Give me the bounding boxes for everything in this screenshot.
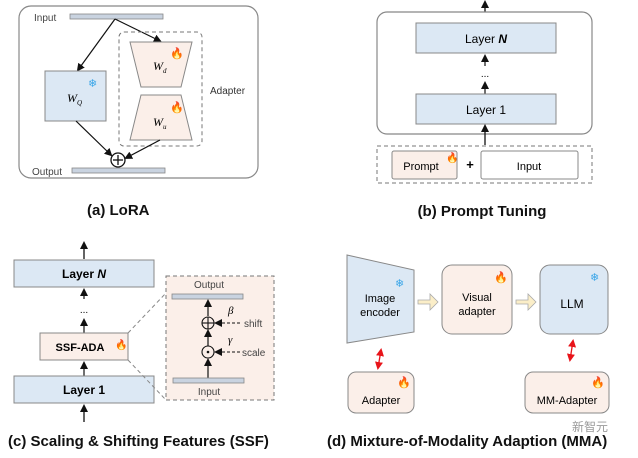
visual-adapter-block bbox=[441, 264, 513, 335]
image-encoder-block bbox=[346, 254, 415, 344]
block-arrow-1 bbox=[417, 293, 439, 311]
caption-c: (c) Scaling & Shifting Features (SSF) bbox=[8, 433, 269, 450]
plus-label: + bbox=[466, 157, 474, 172]
llm-label: LLM bbox=[560, 297, 583, 311]
adapter-block bbox=[347, 371, 415, 414]
scale-node-dot bbox=[206, 350, 210, 354]
fire-icon: 🔥 bbox=[494, 271, 508, 284]
block-arrow-2 bbox=[515, 293, 537, 311]
ssf-ada-box bbox=[39, 332, 129, 361]
wq-box bbox=[44, 70, 107, 122]
wu-label: Wu bbox=[153, 115, 167, 131]
input-bar bbox=[69, 13, 164, 20]
wu-up-projection bbox=[129, 94, 193, 141]
output-bar bbox=[171, 293, 244, 300]
panel-b-prompt-tuning: Layer N ... Layer 1 Prompt 🔥 + Input (b)… bbox=[376, 0, 593, 220]
layer-n-box bbox=[415, 22, 557, 54]
arrow-input-to-wq bbox=[76, 18, 116, 72]
snowflake-icon: ❄ bbox=[88, 77, 97, 90]
fire-icon: 🔥 bbox=[170, 47, 184, 60]
watermark: 新智元 bbox=[572, 419, 608, 434]
gamma-symbol: γ bbox=[228, 334, 233, 346]
prompt-label: Prompt bbox=[403, 161, 438, 173]
output-label: Output bbox=[194, 280, 224, 291]
adapter-label: Adapter bbox=[362, 395, 401, 407]
shift-label: shift bbox=[244, 319, 263, 330]
prompt-input-group bbox=[376, 145, 593, 184]
snowflake-icon: ❄ bbox=[590, 271, 599, 284]
mm-adapter-block bbox=[524, 371, 610, 414]
fire-icon: 🔥 bbox=[115, 338, 127, 351]
input-bar bbox=[172, 377, 245, 384]
adapter-group-frame bbox=[118, 31, 203, 147]
caption-d: (d) Mixture-of-Modality Adaption (MMA) bbox=[327, 433, 607, 450]
arrow-wu-to-sum bbox=[124, 139, 161, 159]
wd-label: Wd bbox=[153, 59, 167, 75]
layer-1-box bbox=[13, 375, 155, 404]
llm-block bbox=[539, 264, 609, 335]
input-label: Input bbox=[34, 13, 56, 24]
caption-a: (a) LoRA bbox=[87, 202, 150, 219]
snowflake-icon: ❄ bbox=[395, 277, 404, 290]
input-box bbox=[480, 150, 579, 180]
arrow-wq-to-sum bbox=[75, 120, 113, 157]
prompt-box bbox=[391, 150, 458, 180]
ellipsis: ... bbox=[481, 69, 489, 80]
mm-adapter-label: MM-Adapter bbox=[537, 395, 598, 407]
wd-down-projection bbox=[129, 41, 193, 88]
zoom-line-top bbox=[127, 292, 167, 334]
arrow-input-to-wd bbox=[114, 18, 162, 42]
panel-a-lora: Input Output ❄ WQ 🔥 Wd 🔥 Wu Adapter (a) … bbox=[18, 5, 259, 219]
fire-icon: 🔥 bbox=[397, 376, 411, 389]
input-label: Input bbox=[517, 161, 541, 173]
layer-1-label: Layer 1 bbox=[63, 383, 105, 397]
fire-icon: 🔥 bbox=[446, 151, 458, 164]
red-arrow-left bbox=[375, 348, 384, 370]
red-arrow-right bbox=[566, 339, 577, 362]
caption-b: (b) Prompt Tuning bbox=[418, 203, 547, 220]
ssf-ada-label: SSF-ADA bbox=[56, 342, 105, 354]
fire-icon: 🔥 bbox=[591, 376, 605, 389]
ellipsis: ... bbox=[80, 305, 88, 316]
output-label: Output bbox=[32, 167, 62, 178]
wq-label: WQ bbox=[67, 91, 82, 107]
scale-label: scale bbox=[242, 348, 266, 359]
beta-symbol: β bbox=[227, 305, 234, 317]
layer-n-box bbox=[13, 259, 155, 288]
output-bar bbox=[71, 167, 166, 174]
fire-icon: 🔥 bbox=[170, 101, 184, 114]
input-label: Input bbox=[198, 387, 220, 398]
layer-1-label: Layer 1 bbox=[466, 103, 506, 117]
layer-n-label: Layer N bbox=[465, 32, 507, 46]
adapter-label: Adapter bbox=[210, 86, 246, 97]
layer-n-label: Layer N bbox=[62, 267, 106, 281]
panel-c-ssf: Layer N ... SSF-ADA 🔥 Layer 1 Output β s… bbox=[8, 241, 275, 450]
panel-a-frame bbox=[18, 5, 259, 179]
zoom-line-bottom bbox=[127, 359, 167, 401]
